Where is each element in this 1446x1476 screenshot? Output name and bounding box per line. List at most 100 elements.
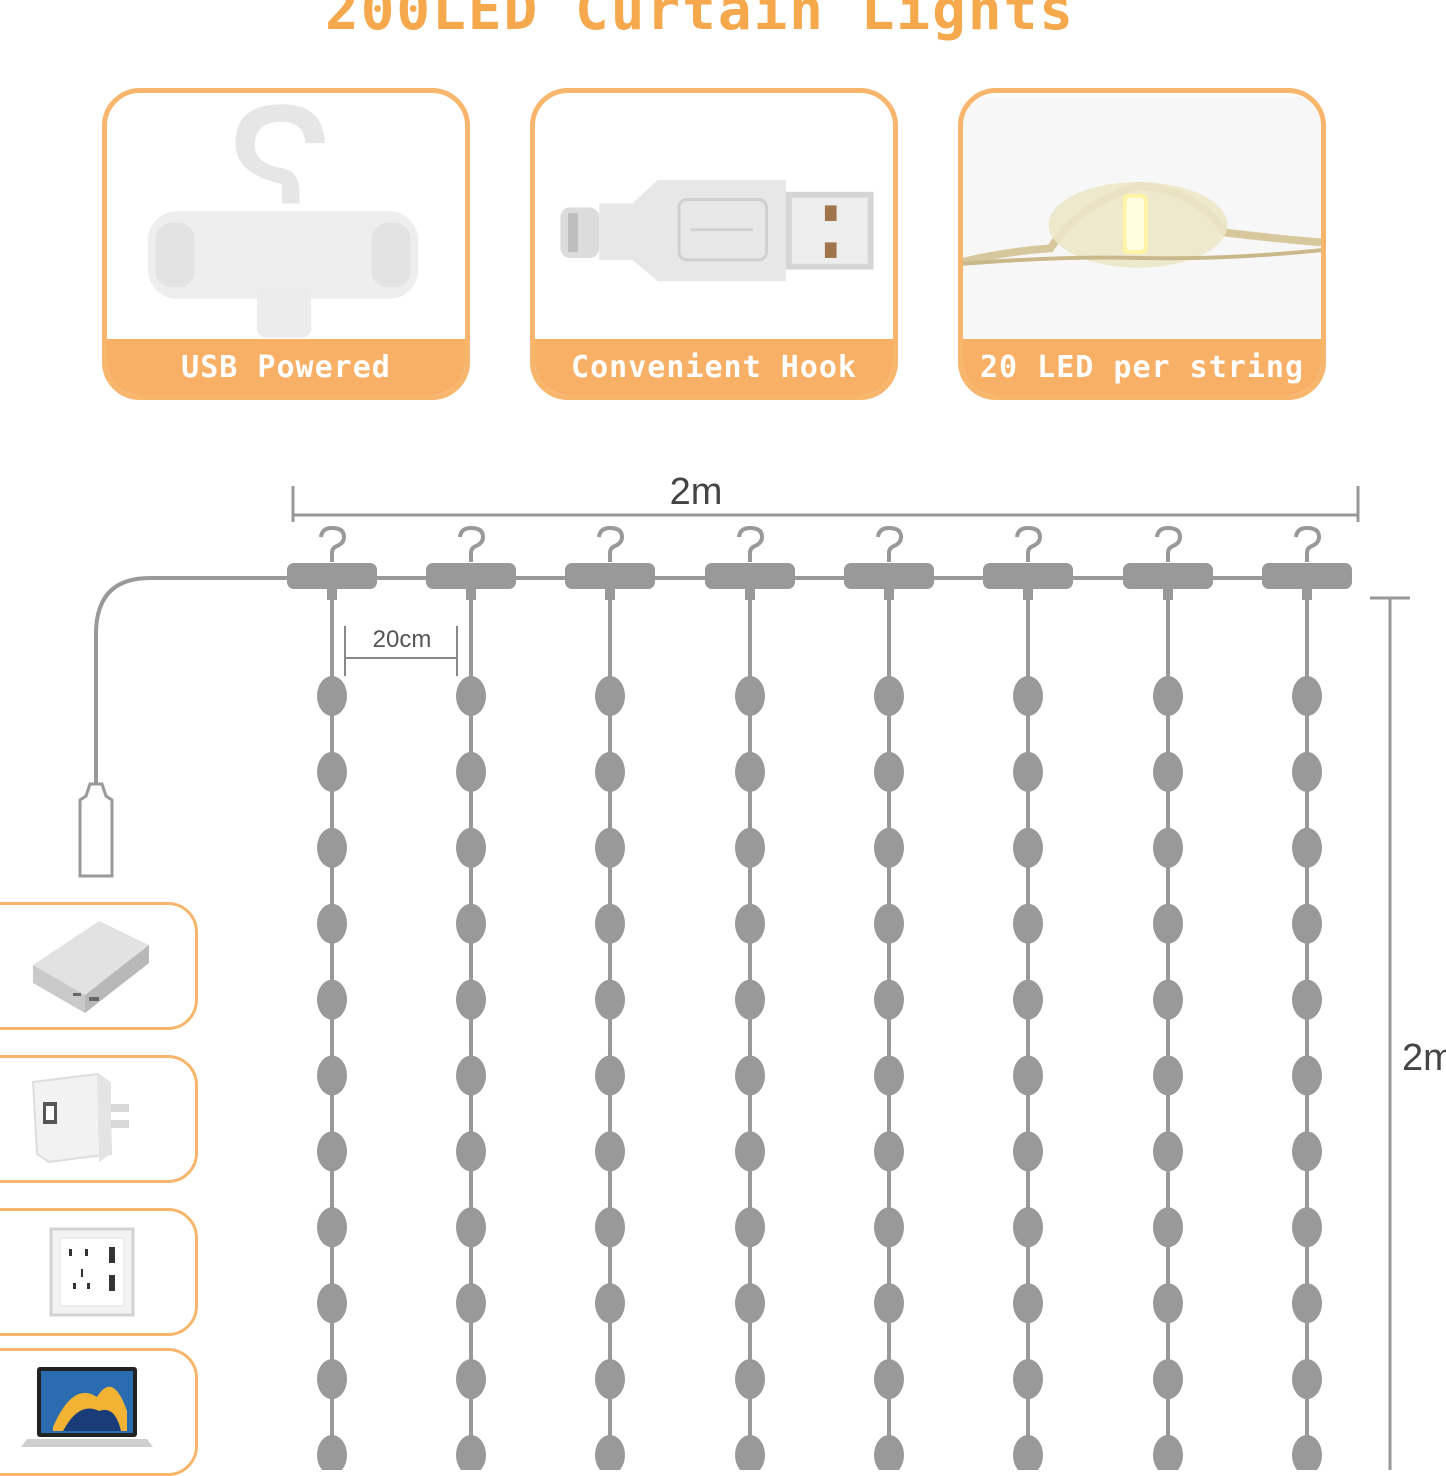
- strand-hook-icon: [1294, 525, 1322, 562]
- strand-clip: [844, 563, 934, 589]
- power-cable: [94, 576, 290, 784]
- strand-clip-stem: [745, 586, 755, 600]
- led-bead: [317, 827, 347, 868]
- led-bead: [1153, 1435, 1183, 1470]
- led-bead: [735, 1435, 765, 1470]
- feature-label: 20 LED per string: [963, 339, 1321, 395]
- led-bead: [1292, 1359, 1322, 1400]
- led-bead: [1013, 1207, 1043, 1248]
- led-bulb-icon: [963, 96, 1321, 344]
- strand-clip-stem: [327, 586, 337, 600]
- feature-label: USB Powered: [107, 339, 465, 395]
- led-bead: [1292, 1131, 1322, 1172]
- led-bead: [735, 979, 765, 1020]
- led-bead: [1292, 903, 1322, 944]
- led-bead: [1013, 827, 1043, 868]
- led-bead: [456, 827, 486, 868]
- led-bead: [1013, 751, 1043, 792]
- led-bead: [595, 1435, 625, 1470]
- strand-hook-icon: [458, 525, 486, 562]
- usb-connector-icon: [78, 782, 114, 878]
- led-bead: [735, 903, 765, 944]
- led-bead: [595, 903, 625, 944]
- led-bead: [456, 1283, 486, 1324]
- led-bead: [456, 1131, 486, 1172]
- strand-clip-stem: [884, 586, 894, 600]
- power-source-power-bank: [0, 902, 198, 1030]
- led-bead: [874, 903, 904, 944]
- led-bead: [874, 1283, 904, 1324]
- led-bead: [1292, 1207, 1322, 1248]
- strand-hook-icon: [1015, 525, 1043, 562]
- light-strand: [1123, 525, 1213, 1470]
- light-strand: [287, 525, 377, 1470]
- led-bead: [1292, 827, 1322, 868]
- strand-hook-icon: [597, 525, 625, 562]
- light-strand: [844, 525, 934, 1470]
- light-strand: [1262, 525, 1352, 1470]
- power-source-laptop: [0, 1348, 198, 1476]
- light-strand: [705, 525, 795, 1470]
- strand-clip: [426, 563, 516, 589]
- led-bead: [1292, 1435, 1322, 1470]
- led-bead: [317, 676, 347, 716]
- led-bead: [317, 903, 347, 944]
- led-bead: [735, 676, 765, 716]
- strand-clip: [705, 563, 795, 589]
- led-bead: [1153, 1131, 1183, 1172]
- led-bead: [1013, 676, 1043, 716]
- curtain-dimension-diagram: 2m 2m 20cm: [78, 471, 1446, 1470]
- led-bead: [595, 751, 625, 792]
- led-bead: [874, 1055, 904, 1096]
- usb-wall-adapter-icon: [31, 1072, 129, 1164]
- led-bead: [317, 1207, 347, 1248]
- strand-hook-icon: [1155, 525, 1183, 562]
- power-bank-icon: [33, 921, 149, 1013]
- led-bead: [317, 1131, 347, 1172]
- led-bead: [1153, 903, 1183, 944]
- led-bead: [456, 1055, 486, 1096]
- light-strand: [565, 525, 655, 1470]
- led-bead: [1013, 1131, 1043, 1172]
- feature-card-convenient-hook: Convenient Hook: [530, 88, 898, 400]
- led-bead: [317, 979, 347, 1020]
- led-bead: [595, 1055, 625, 1096]
- led-bead: [1013, 903, 1043, 944]
- led-bead: [1153, 1359, 1183, 1400]
- laptop-icon: [21, 1367, 153, 1447]
- led-bead: [1013, 1055, 1043, 1096]
- led-bead: [1153, 1055, 1183, 1096]
- led-bead: [1292, 1283, 1322, 1324]
- led-bead: [1013, 1283, 1043, 1324]
- strand-clip: [565, 563, 655, 589]
- led-bead: [874, 1435, 904, 1470]
- strand-clip: [983, 563, 1073, 589]
- feature-card-led-per-string: 20 LED per string: [958, 88, 1326, 400]
- light-strand: [426, 525, 516, 1470]
- led-bead: [317, 1283, 347, 1324]
- strand-clip: [287, 563, 377, 589]
- page-title: 200LED Curtain Lights: [324, 0, 1075, 43]
- led-bead: [1292, 676, 1322, 716]
- led-bead: [1153, 1207, 1183, 1248]
- led-bead: [1153, 979, 1183, 1020]
- led-bead: [456, 1359, 486, 1400]
- hook-icon: [107, 96, 465, 344]
- led-bead: [735, 1283, 765, 1324]
- led-bead: [456, 1435, 486, 1470]
- led-bead: [1153, 1283, 1183, 1324]
- led-bead: [735, 1055, 765, 1096]
- led-bead: [874, 827, 904, 868]
- led-bead: [1013, 1359, 1043, 1400]
- led-bead: [1153, 751, 1183, 792]
- strand-clip-stem: [1023, 586, 1033, 600]
- led-bead: [595, 979, 625, 1020]
- feature-label: Convenient Hook: [535, 339, 893, 395]
- strand-clip-stem: [1302, 586, 1312, 600]
- led-bead: [1292, 979, 1322, 1020]
- strand-clip: [1123, 563, 1213, 589]
- led-bead: [456, 979, 486, 1020]
- strand-clip-stem: [466, 586, 476, 600]
- led-bead: [595, 827, 625, 868]
- led-bead: [317, 751, 347, 792]
